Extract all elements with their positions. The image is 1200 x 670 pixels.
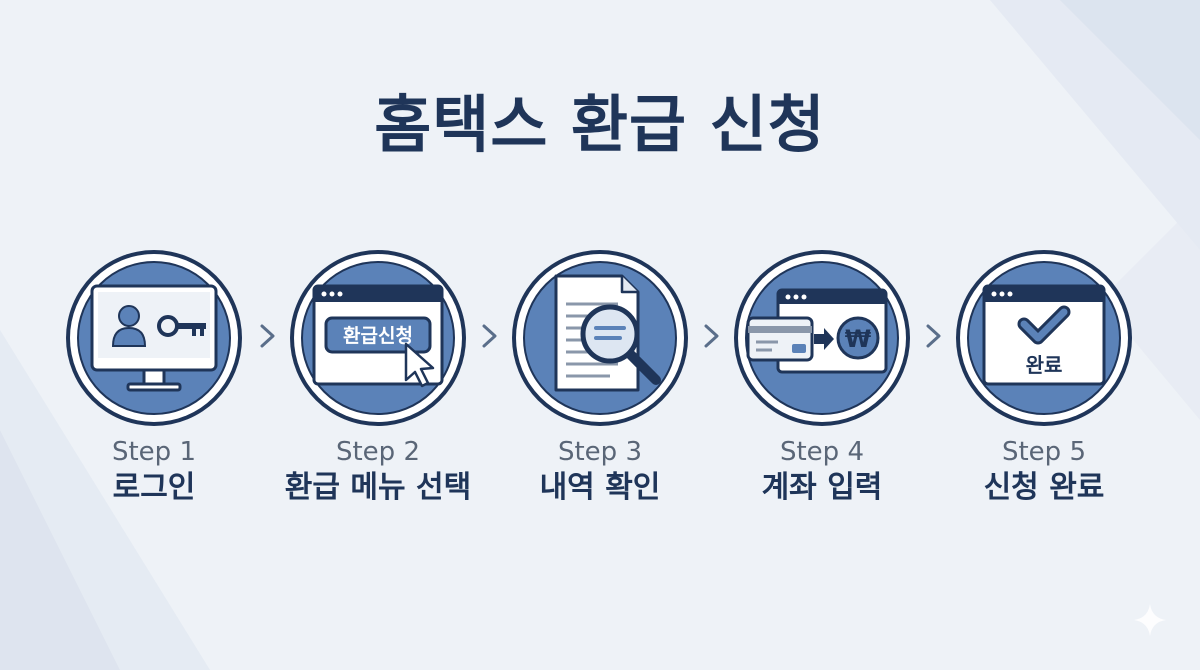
monitor-user-key-icon <box>66 250 242 426</box>
step-5-label: 신청 완료 <box>983 470 1105 505</box>
step-5-badge: 완료 <box>954 248 1134 428</box>
won-symbol: ₩ <box>845 325 872 353</box>
chevron-right-icon <box>926 324 941 348</box>
complete-text: 완료 <box>1026 353 1063 377</box>
step-1-number: Step 1 <box>111 437 196 467</box>
step-1-badge <box>64 248 244 428</box>
step-4-number: Step 4 <box>779 437 864 467</box>
step-2-badge: 환급신청 <box>288 248 468 428</box>
document-magnifier-icon <box>512 250 688 426</box>
step-4-label: 계좌 입력 <box>761 470 883 505</box>
page-title: 홈택스 환급 신청 <box>374 88 826 161</box>
step-3-label: 내역 확인 <box>539 470 661 505</box>
chevron-right-icon <box>704 324 719 348</box>
step-4-badge: ₩ <box>732 248 912 428</box>
step-3-number: Step 3 <box>557 437 642 467</box>
browser-button-cursor-icon: 환급신청 <box>290 250 466 426</box>
step-1-label: 로그인 <box>112 470 196 505</box>
sparkle-icon <box>1134 604 1166 636</box>
browser-check-icon: 완료 <box>956 250 1132 426</box>
apply-button-text: 환급신청 <box>343 325 413 347</box>
step-3-badge <box>510 248 690 428</box>
step-2-number: Step 2 <box>335 437 420 467</box>
card-to-won-icon: ₩ <box>734 250 910 426</box>
step-5-number: Step 5 <box>1001 437 1086 467</box>
step-2-label: 환급 메뉴 선택 <box>284 470 472 505</box>
chevron-right-icon <box>482 324 497 348</box>
chevron-right-icon <box>260 324 275 348</box>
